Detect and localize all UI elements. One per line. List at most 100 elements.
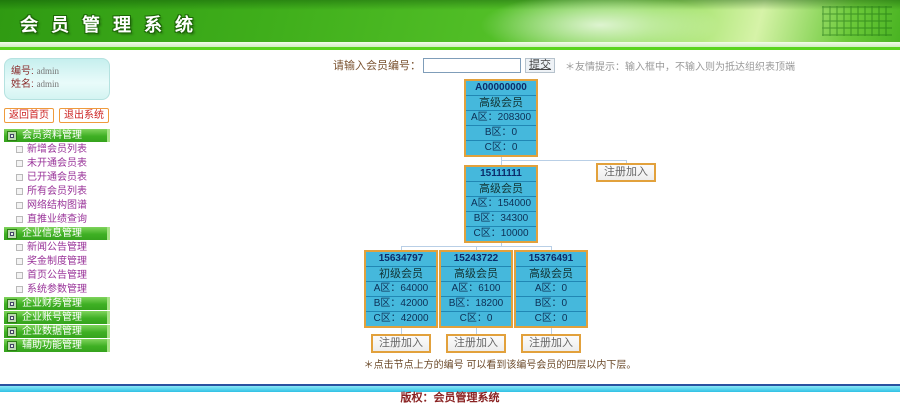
menu-item-network-structure[interactable]: 网络结构图谱 — [4, 199, 110, 212]
connector — [476, 246, 477, 250]
menu-section-label: 辅助功能管理 — [22, 340, 82, 351]
bullet-icon — [16, 160, 23, 167]
menu-item-label: 新增会员列表 — [27, 144, 87, 155]
menu-section-auxiliary[interactable]: 辅助功能管理 — [4, 339, 110, 352]
register-join-button[interactable]: 注册加入 — [371, 334, 431, 353]
search-bar: 请输入会员编号： 提交 ＊友情提示：输入框中，不输入则为抵达组织表顶端 — [333, 57, 795, 73]
app-title: 会 员 管 理 系 统 — [20, 15, 198, 35]
node-level: 高级会员 — [441, 267, 511, 282]
tree-node-child-1: 15634797 初级会员 A区：64000 B区：42000 C区：42000 — [364, 250, 438, 328]
menu-item-label: 新闻公告管理 — [27, 242, 87, 253]
node-level: 高级会员 — [516, 267, 586, 282]
node-stat-c: C区：10000 — [473, 228, 529, 239]
menu-item-system-params[interactable]: 系统参数管理 — [4, 283, 110, 296]
node-stat-c: C区：42000 — [373, 313, 429, 324]
footer-bar — [0, 386, 900, 392]
menu-item-label: 网络结构图谱 — [27, 200, 87, 211]
menu-item-new-members[interactable]: 新增会员列表 — [4, 143, 110, 156]
menu-section-member-data[interactable]: 会员资料管理 — [4, 129, 110, 142]
menu-item-label: 系统参数管理 — [27, 284, 87, 295]
connector — [501, 160, 627, 161]
bullet-icon — [16, 146, 23, 153]
menu-item-all-members[interactable]: 所有会员列表 — [4, 185, 110, 198]
menu-section-label: 企业数据管理 — [22, 326, 82, 337]
register-join-button[interactable]: 注册加入 — [446, 334, 506, 353]
node-level: 高级会员 — [466, 96, 536, 111]
node-id-link[interactable]: 15376491 — [516, 252, 586, 267]
sidebar: 编号: admin 姓名: admin 返回首页 退出系统 会员资料管理 新增会… — [4, 58, 110, 353]
tree-note: ＊点击节点上方的编号 可以看到该编号会员的四层以内下层。 — [363, 360, 637, 371]
user-name-row: 姓名: admin — [11, 78, 103, 91]
menu-item-bonus-rules[interactable]: 奖金制度管理 — [4, 255, 110, 268]
connector — [401, 328, 402, 334]
footer-divider — [0, 384, 900, 386]
user-info-box: 编号: admin 姓名: admin — [4, 58, 110, 100]
menu-section-icon — [7, 340, 17, 351]
node-id-link[interactable]: 15634797 — [366, 252, 436, 267]
user-id-value: admin — [36, 66, 60, 76]
user-id-row: 编号: admin — [11, 65, 103, 78]
bullet-icon — [16, 272, 23, 279]
node-stat-b: B区：34300 — [466, 212, 536, 227]
tree-node-root: A00000000 高级会员 A区：208300 B区：0 C区：0 — [464, 79, 538, 157]
tree-node-child-2: 15243722 高级会员 A区：6100 B区：18200 C区：0 — [439, 250, 513, 328]
menu-item-label: 奖金制度管理 — [27, 256, 87, 267]
menu-section-finance[interactable]: 企业财务管理 — [4, 297, 110, 310]
member-id-input[interactable] — [423, 57, 521, 73]
node-id-link[interactable]: 15243722 — [441, 252, 511, 267]
banner-accent-line — [0, 47, 900, 50]
connector — [551, 246, 552, 250]
menu-section-icon — [7, 326, 17, 337]
menu-section-company-info[interactable]: 企业信息管理 — [4, 227, 110, 240]
menu-section-icon — [7, 228, 17, 239]
menu-section-accounts[interactable]: 企业账号管理 — [4, 311, 110, 324]
connector — [401, 246, 402, 250]
search-label: 请输入会员编号： — [333, 60, 421, 72]
banner-decoration — [822, 6, 892, 36]
connector — [476, 328, 477, 334]
node-stat-b: B区：42000 — [366, 297, 436, 312]
menu-item-not-activated[interactable]: 未开通会员表 — [4, 157, 110, 170]
menu-section-icon — [7, 298, 17, 309]
user-name-value: admin — [36, 79, 60, 89]
node-level: 初级会员 — [366, 267, 436, 282]
user-name-label: 姓名: — [11, 79, 34, 90]
bullet-icon — [16, 258, 23, 265]
node-id-link[interactable]: 15111111 — [466, 167, 536, 182]
connector — [551, 328, 552, 334]
logout-button[interactable]: 退出系统 — [59, 108, 109, 123]
bullet-icon — [16, 216, 23, 223]
register-join-button[interactable]: 注册加入 — [521, 334, 581, 353]
register-join-button[interactable]: 注册加入 — [596, 163, 656, 182]
node-stat-a: A区：208300 — [466, 111, 536, 126]
menu-section-label: 企业财务管理 — [22, 298, 82, 309]
menu-item-direct-performance[interactable]: 直推业绩查询 — [4, 213, 110, 226]
menu-section-icon — [7, 312, 17, 323]
node-stat-a: A区：64000 — [366, 282, 436, 297]
sidebar-menu: 会员资料管理 新增会员列表 未开通会员表 已开通会员表 所有会员列表 网络结构图… — [4, 129, 110, 352]
connector — [501, 160, 502, 165]
node-stat-c: C区：0 — [484, 142, 518, 153]
connector — [501, 243, 502, 246]
menu-item-label: 所有会员列表 — [27, 186, 87, 197]
node-stat-a: A区：6100 — [441, 282, 511, 297]
menu-item-activated[interactable]: 已开通会员表 — [4, 171, 110, 184]
sidebar-buttons: 返回首页 退出系统 — [4, 108, 110, 123]
node-stat-c: C区：0 — [534, 313, 568, 324]
tree-node-second: 15111111 高级会员 A区：154000 B区：34300 C区：1000… — [464, 165, 538, 243]
footer: 版权：会员管理系统 — [0, 384, 900, 405]
home-button[interactable]: 返回首页 — [4, 108, 54, 123]
menu-item-label: 未开通会员表 — [27, 158, 87, 169]
search-hint: ＊友情提示：输入框中，不输入则为抵达组织表顶端 — [565, 61, 795, 73]
connector — [626, 160, 627, 163]
menu-item-homepage-notice[interactable]: 首页公告管理 — [4, 269, 110, 282]
connector — [501, 157, 502, 160]
submit-button[interactable]: 提交 — [525, 57, 555, 73]
node-id-link[interactable]: A00000000 — [466, 81, 536, 96]
node-stat-b: B区：0 — [516, 297, 586, 312]
bullet-icon — [16, 244, 23, 251]
menu-item-news[interactable]: 新闻公告管理 — [4, 241, 110, 254]
menu-section-data[interactable]: 企业数据管理 — [4, 325, 110, 338]
menu-section-icon — [7, 130, 17, 141]
